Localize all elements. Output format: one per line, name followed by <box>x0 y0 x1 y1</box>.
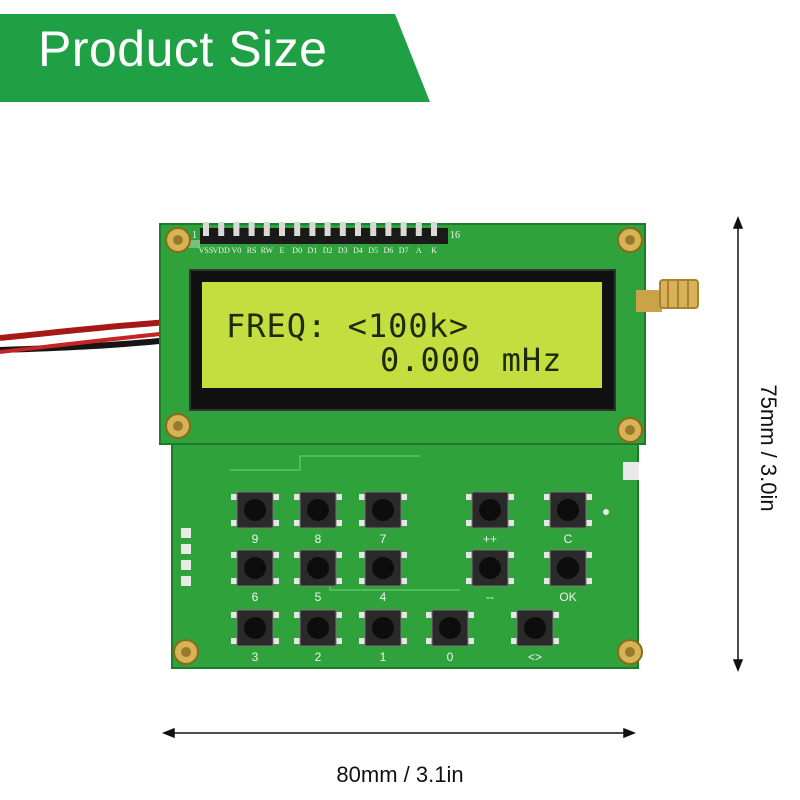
keypad-switches <box>231 491 592 647</box>
product-size-banner <box>0 14 430 102</box>
key-label: ++ <box>482 532 498 546</box>
key-label: 9 <box>251 532 259 546</box>
tact-switch-icon[interactable] <box>231 609 279 647</box>
pin-label: VDD <box>212 246 230 255</box>
header-pin <box>415 222 422 236</box>
key-label: 4 <box>379 590 387 604</box>
pin-label: VSS <box>198 246 214 255</box>
tact-switch-icon[interactable] <box>511 609 559 647</box>
header-pin <box>218 222 225 236</box>
tact-switch-icon[interactable] <box>231 549 279 587</box>
header-pin <box>233 222 240 236</box>
tact-switch-icon[interactable] <box>231 491 279 529</box>
header-pin <box>263 222 270 236</box>
key-label: -- <box>486 590 494 604</box>
pin-label: RS <box>246 246 257 255</box>
key-label: 2 <box>314 650 322 664</box>
header-pin <box>400 222 407 236</box>
banner-title: Product Size <box>38 21 328 77</box>
tact-switch-icon[interactable] <box>544 549 592 587</box>
header-pin <box>324 222 331 236</box>
height-dimension-label: 75mm / 3.0in <box>756 384 781 512</box>
key-label: 5 <box>314 590 322 604</box>
key-label: 0 <box>446 650 454 664</box>
header-pin <box>203 222 209 236</box>
header-pin <box>294 222 301 236</box>
header-pin <box>279 222 285 236</box>
tact-switch-icon[interactable] <box>466 549 514 587</box>
key-label: 6 <box>251 590 259 604</box>
header-pins <box>200 222 448 244</box>
header-pin <box>385 222 392 236</box>
key-label: 8 <box>314 532 322 546</box>
tact-switch-icon[interactable] <box>359 609 407 647</box>
pin-label: RW <box>260 246 274 255</box>
pin-label: D0 <box>292 246 303 255</box>
wire-icon <box>0 319 171 354</box>
tact-switch-icon[interactable] <box>426 609 474 647</box>
pin-label: D4 <box>353 246 363 255</box>
key-label: C <box>563 532 573 546</box>
pin-label: D1 <box>307 246 318 255</box>
tact-switch-icon[interactable] <box>294 609 342 647</box>
key-label: OK <box>559 590 577 604</box>
pin-label: E <box>279 246 285 255</box>
tact-switch-icon[interactable] <box>294 549 342 587</box>
header-pin <box>248 222 255 236</box>
tact-switch-icon[interactable] <box>544 491 592 529</box>
pin-label: D6 <box>383 246 394 255</box>
pin-last-number: 16 <box>450 230 460 241</box>
header-pin <box>355 222 361 236</box>
sma-connector-icon <box>636 279 699 312</box>
tact-switch-icon[interactable] <box>466 491 514 529</box>
header-pin <box>370 222 377 236</box>
key-label: <> <box>527 650 543 664</box>
tact-switch-icon[interactable] <box>359 549 407 587</box>
arrow-icon <box>161 215 744 739</box>
lcd-line-2: 0.000 mHz <box>380 341 563 379</box>
pin-label: D2 <box>322 246 333 255</box>
tact-switch-icon[interactable] <box>359 491 407 529</box>
header-pin <box>431 222 437 236</box>
key-label: 1 <box>379 650 387 664</box>
pin-first-number: 1 <box>192 230 197 241</box>
width-dimension-label: 80mm / 3.1in <box>336 762 464 787</box>
pin-label: D5 <box>368 246 379 255</box>
tact-switch-icon[interactable] <box>294 491 342 529</box>
key-label: 3 <box>251 650 259 664</box>
lcd-line-1: FREQ: <100k> <box>226 307 470 345</box>
screw-icon <box>165 227 643 665</box>
pin-label: D7 <box>398 246 409 255</box>
key-label: 7 <box>379 532 387 546</box>
pin-label: V0 <box>231 246 242 255</box>
pin-label: D3 <box>337 246 348 255</box>
header-pin <box>309 222 316 236</box>
pin-label: K <box>431 246 437 255</box>
header-pin <box>339 222 346 236</box>
pin-label: A <box>415 246 422 255</box>
